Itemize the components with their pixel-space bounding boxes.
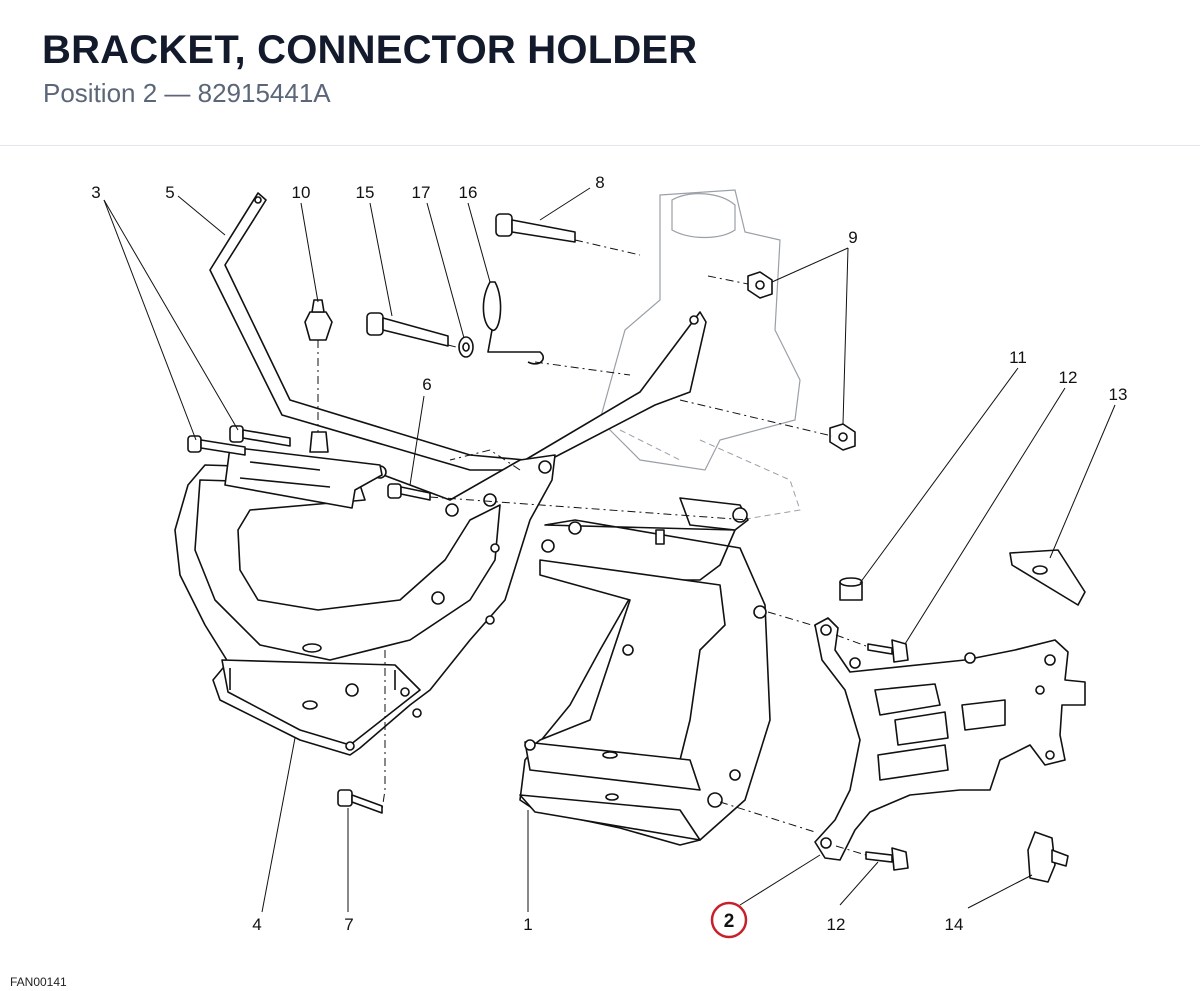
part-16-clip (482, 281, 544, 365)
callout-3: 3 (91, 183, 100, 202)
part-6-stud (387, 483, 431, 501)
part-8-bolt (495, 213, 576, 243)
callout-16: 16 (459, 183, 478, 202)
background-frame-ghost (599, 189, 801, 521)
callout-7: 7 (344, 915, 353, 934)
part-14-clip (1027, 831, 1069, 883)
part-2-connector-holder-bracket (814, 617, 1086, 861)
part-5-upper-stay (209, 192, 707, 471)
part-13-plate (1009, 549, 1086, 606)
part-12-bolt-lower (865, 847, 909, 871)
callout-11: 11 (1009, 348, 1027, 367)
exploded-parts-diagram: 3 5 10 15 17 16 8 9 6 11 12 13 4 7 1 2 1… (91, 173, 1128, 939)
drawing-code: FAN00141 (10, 975, 67, 989)
part-11-grommet (839, 577, 863, 601)
highlight-ring (710, 901, 748, 939)
callout-5: 5 (165, 183, 174, 202)
part-9-nut-upper (747, 271, 773, 299)
leader-lines (103, 187, 1116, 913)
part-7-bolt (337, 789, 383, 814)
callout-17: 17 (412, 183, 431, 202)
page-subtitle: Position 2 — 82915441A (43, 78, 331, 108)
callout-10: 10 (292, 183, 311, 202)
part-10-stud (304, 299, 333, 453)
callout-4: 4 (252, 915, 261, 934)
callout-12-lower: 12 (827, 915, 846, 934)
part-15-bolt (366, 312, 449, 347)
assembly-axes (317, 239, 867, 856)
part-12-bolt-upper (867, 639, 909, 663)
callout-15: 15 (356, 183, 375, 202)
callout-14: 14 (945, 915, 964, 934)
page-header: BRACKET, CONNECTOR HOLDER Position 2 — 8… (0, 0, 1200, 146)
part-3-bolts (187, 425, 291, 456)
callout-6: 6 (422, 375, 431, 394)
part-1-front-frame (519, 497, 771, 846)
callout-1: 1 (523, 915, 532, 934)
part-17-washer (458, 336, 474, 358)
part-4-rear-frame (174, 446, 556, 756)
callout-2-highlighted: 2 (724, 911, 735, 932)
callout-12-upper: 12 (1059, 368, 1078, 387)
callout-13: 13 (1109, 385, 1128, 404)
callout-8: 8 (595, 173, 604, 192)
page-title: BRACKET, CONNECTOR HOLDER (42, 28, 698, 72)
callout-numbers: 3 5 10 15 17 16 8 9 6 11 12 13 4 7 1 2 1… (91, 173, 1128, 939)
part-9-nut-lower (829, 423, 856, 451)
callout-9: 9 (848, 228, 857, 247)
